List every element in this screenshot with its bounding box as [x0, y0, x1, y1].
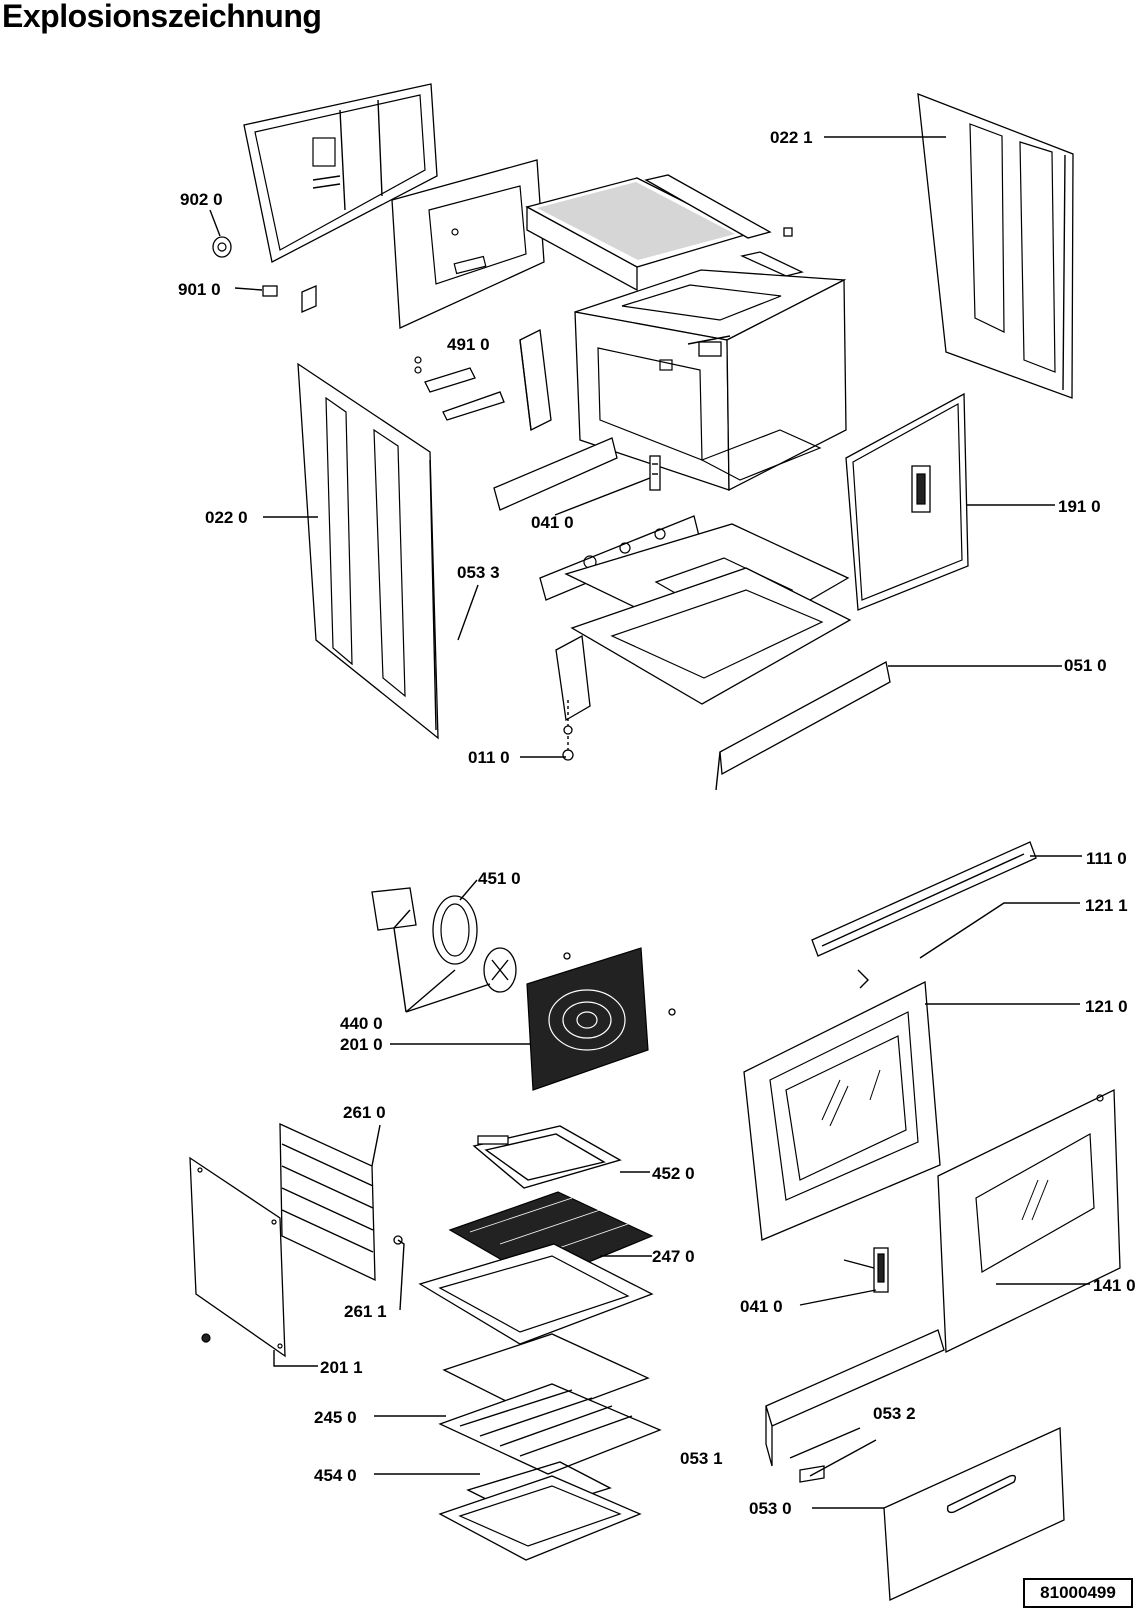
top-trim-strips — [644, 174, 804, 277]
rear-fan-plate — [189, 1156, 286, 1358]
callout-0110: 011 0 — [468, 748, 510, 767]
callout-1910: 191 0 — [1058, 497, 1101, 516]
callout-2611: 261 1 — [344, 1302, 387, 1321]
callout-0531: 053 1 — [680, 1449, 723, 1468]
callout-1110: 111 0 — [1086, 849, 1127, 868]
fan-motor — [371, 887, 517, 993]
callout-9010: 901 0 — [178, 280, 221, 299]
oven-frame-panel — [845, 392, 969, 611]
side-rack — [279, 1122, 403, 1282]
side-panel-right — [917, 93, 1074, 399]
rear-cover-panel — [243, 83, 438, 263]
callout-0533: 053 3 — [457, 563, 500, 582]
callout-2011: 201 1 — [320, 1358, 363, 1377]
side-panel-left — [297, 362, 439, 740]
callout-0410-lower: 041 0 — [740, 1297, 783, 1316]
door-top-strip — [811, 841, 1037, 957]
door-hinge — [843, 1247, 889, 1293]
leader-lines — [209, 136, 1090, 1509]
lower-element-and-pan — [438, 1461, 642, 1561]
callout-0410-upper: 041 0 — [531, 513, 574, 532]
callout-0532: 053 2 — [873, 1404, 916, 1423]
heating-element-upper — [472, 1125, 622, 1189]
bracket-part — [414, 356, 505, 421]
callout-1410: 141 0 — [1093, 1276, 1136, 1295]
callout-4520: 452 0 — [652, 1164, 695, 1183]
callout-0221: 022 1 — [770, 128, 813, 147]
document-number: 81000499 — [1023, 1578, 1133, 1608]
callout-2470: 247 0 — [652, 1247, 695, 1266]
callout-0510: 051 0 — [1064, 656, 1107, 675]
knob-part — [212, 236, 232, 258]
inner-door — [743, 969, 941, 1241]
callout-2610: 261 0 — [343, 1103, 386, 1122]
wire-shelf — [438, 1383, 662, 1475]
baking-tray — [418, 1243, 654, 1345]
page-title: Explosionszeichnung — [2, 0, 322, 34]
callout-2010: 201 0 — [340, 1035, 383, 1054]
bottom-plates — [555, 523, 891, 791]
callout-4540: 454 0 — [314, 1466, 357, 1485]
duct-part — [519, 329, 552, 431]
callout-4910: 491 0 — [447, 335, 490, 354]
callout-1210: 121 0 — [1085, 997, 1128, 1016]
callout-2450: 245 0 — [314, 1408, 357, 1427]
insulation-block — [525, 177, 750, 292]
screw-part — [262, 285, 317, 313]
drawer-front — [883, 1427, 1065, 1601]
callout-0530: 053 0 — [749, 1499, 792, 1518]
outer-door-glass — [937, 1088, 1121, 1354]
callout-0220: 022 0 — [205, 508, 248, 527]
callout-4510: 451 0 — [478, 869, 521, 888]
callout-4400: 440 0 — [340, 1014, 383, 1033]
callout-1211: 121 1 — [1085, 896, 1128, 915]
callout-labels: 902 0 901 0 491 0 022 1 022 0 041 0 191 … — [178, 128, 1136, 1518]
fan-cover-grill — [526, 947, 676, 1091]
drawer-rail — [765, 1329, 945, 1483]
back-panel — [391, 159, 545, 329]
hinge-upper — [649, 455, 661, 491]
callout-9020: 902 0 — [180, 190, 223, 209]
